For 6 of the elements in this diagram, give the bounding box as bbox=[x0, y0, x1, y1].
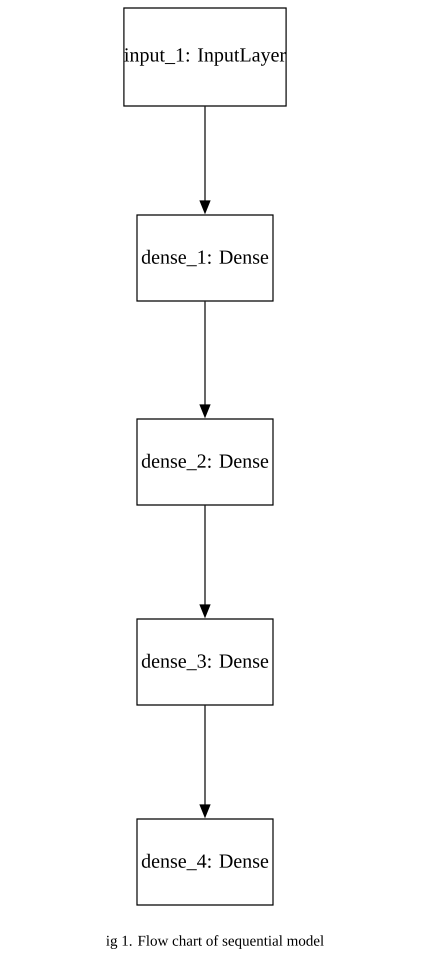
layer-box: input_1: InputLayer bbox=[123, 7, 287, 107]
layer-box: dense_3: Dense bbox=[136, 618, 274, 706]
layer-box: dense_2: Dense bbox=[136, 418, 274, 506]
layer-box: dense_4: Dense bbox=[136, 818, 274, 906]
caption: ig 1. Flow chart of sequential model bbox=[106, 935, 324, 949]
layer-box: dense_1: Dense bbox=[136, 214, 274, 302]
